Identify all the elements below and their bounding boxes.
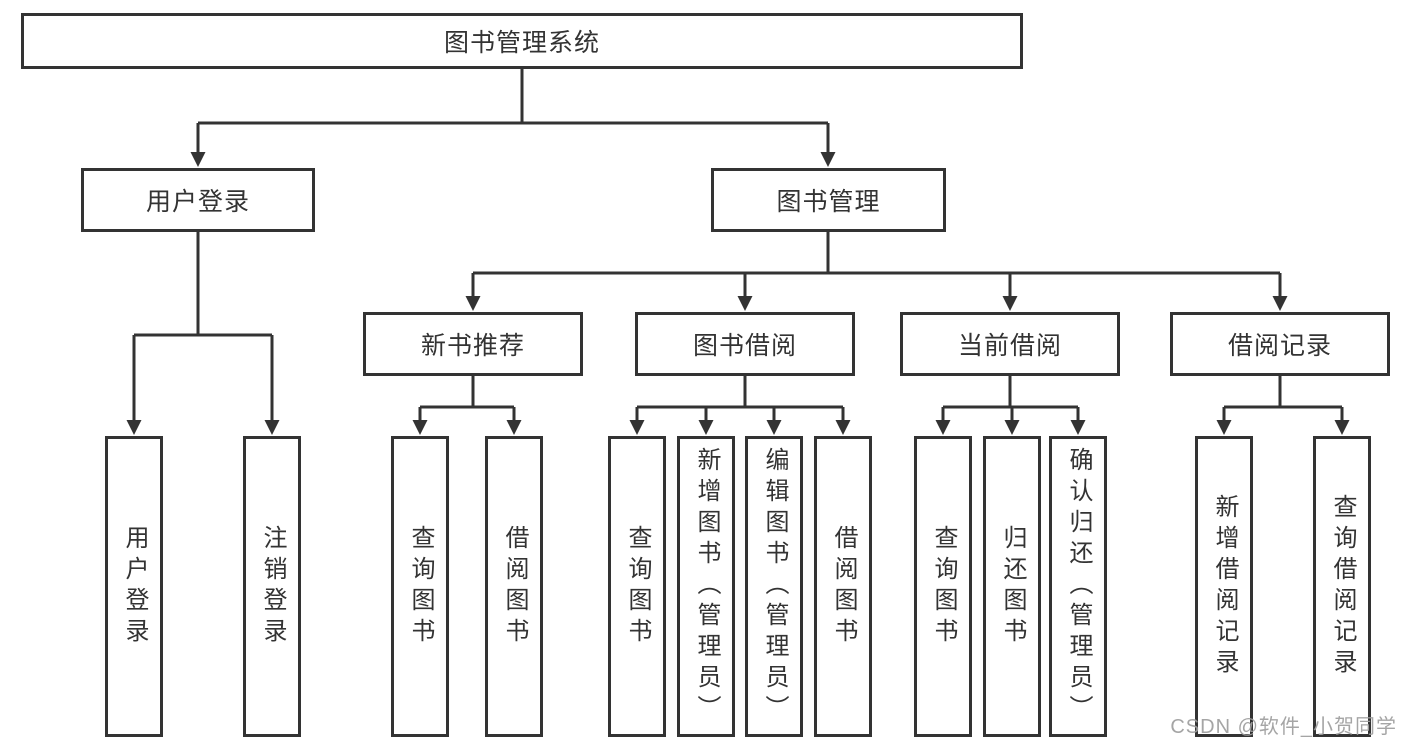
leaf-label: 查询借阅记录: [1329, 493, 1356, 680]
leaf-label: 借阅图书: [830, 524, 857, 649]
connector-borrow-records-trunk: [1224, 376, 1342, 409]
leaf-nb-query-books: 查询图书: [391, 436, 449, 737]
node-book-management: 图书管理: [711, 168, 946, 232]
leaf-bb-query-books: 查询图书: [608, 436, 666, 737]
leaf-label: 查询图书: [930, 524, 957, 649]
leaf-label: 新增图书（管理员）: [693, 447, 720, 726]
leaf-label: 确认归还（管理员）: [1065, 447, 1092, 726]
node-root-system: 图书管理系统: [21, 13, 1023, 69]
connector-user-login-trunk: [134, 232, 272, 337]
leaf-label: 查询图书: [407, 524, 434, 649]
leaf-label: 注销登录: [259, 524, 286, 649]
node-new-book-recommend: 新书推荐: [363, 312, 583, 376]
connector-root-trunk: [198, 69, 828, 125]
node-current-borrow: 当前借阅: [900, 312, 1120, 376]
connector-book-borrow-trunk: [637, 376, 843, 409]
leaf-cb-query-books: 查询图书: [914, 436, 972, 737]
node-borrow-records: 借阅记录: [1170, 312, 1390, 376]
leaf-label: 归还图书: [999, 524, 1026, 649]
leaf-nb-borrow-books: 借阅图书: [485, 436, 543, 737]
connector-new-book-trunk: [420, 376, 514, 409]
leaf-cb-return-books: 归还图书: [983, 436, 1041, 737]
leaf-cb-confirm-return-admin: 确认归还（管理员）: [1049, 436, 1107, 737]
node-book-borrow: 图书借阅: [635, 312, 855, 376]
leaf-bb-edit-books-admin: 编辑图书（管理员）: [745, 436, 803, 737]
connector-book-management-trunk: [473, 232, 1280, 275]
node-user-login: 用户登录: [81, 168, 315, 232]
leaf-br-add-borrow-record: 新增借阅记录: [1195, 436, 1253, 737]
leaf-bb-borrow-books: 借阅图书: [814, 436, 872, 737]
connector-current-borrow-trunk: [943, 376, 1078, 409]
leaf-label: 用户登录: [121, 524, 148, 649]
leaf-logout: 注销登录: [243, 436, 301, 737]
leaf-user-login: 用户登录: [105, 436, 163, 737]
csdn-watermark: CSDN @软件_小贺同学: [1170, 716, 1397, 738]
leaf-label: 借阅图书: [501, 524, 528, 649]
leaf-label: 查询图书: [624, 524, 651, 649]
leaf-label: 编辑图书（管理员）: [761, 447, 788, 726]
leaf-label: 新增借阅记录: [1211, 493, 1238, 680]
leaf-br-query-borrow-record: 查询借阅记录: [1313, 436, 1371, 737]
leaf-bb-add-books-admin: 新增图书（管理员）: [677, 436, 735, 737]
